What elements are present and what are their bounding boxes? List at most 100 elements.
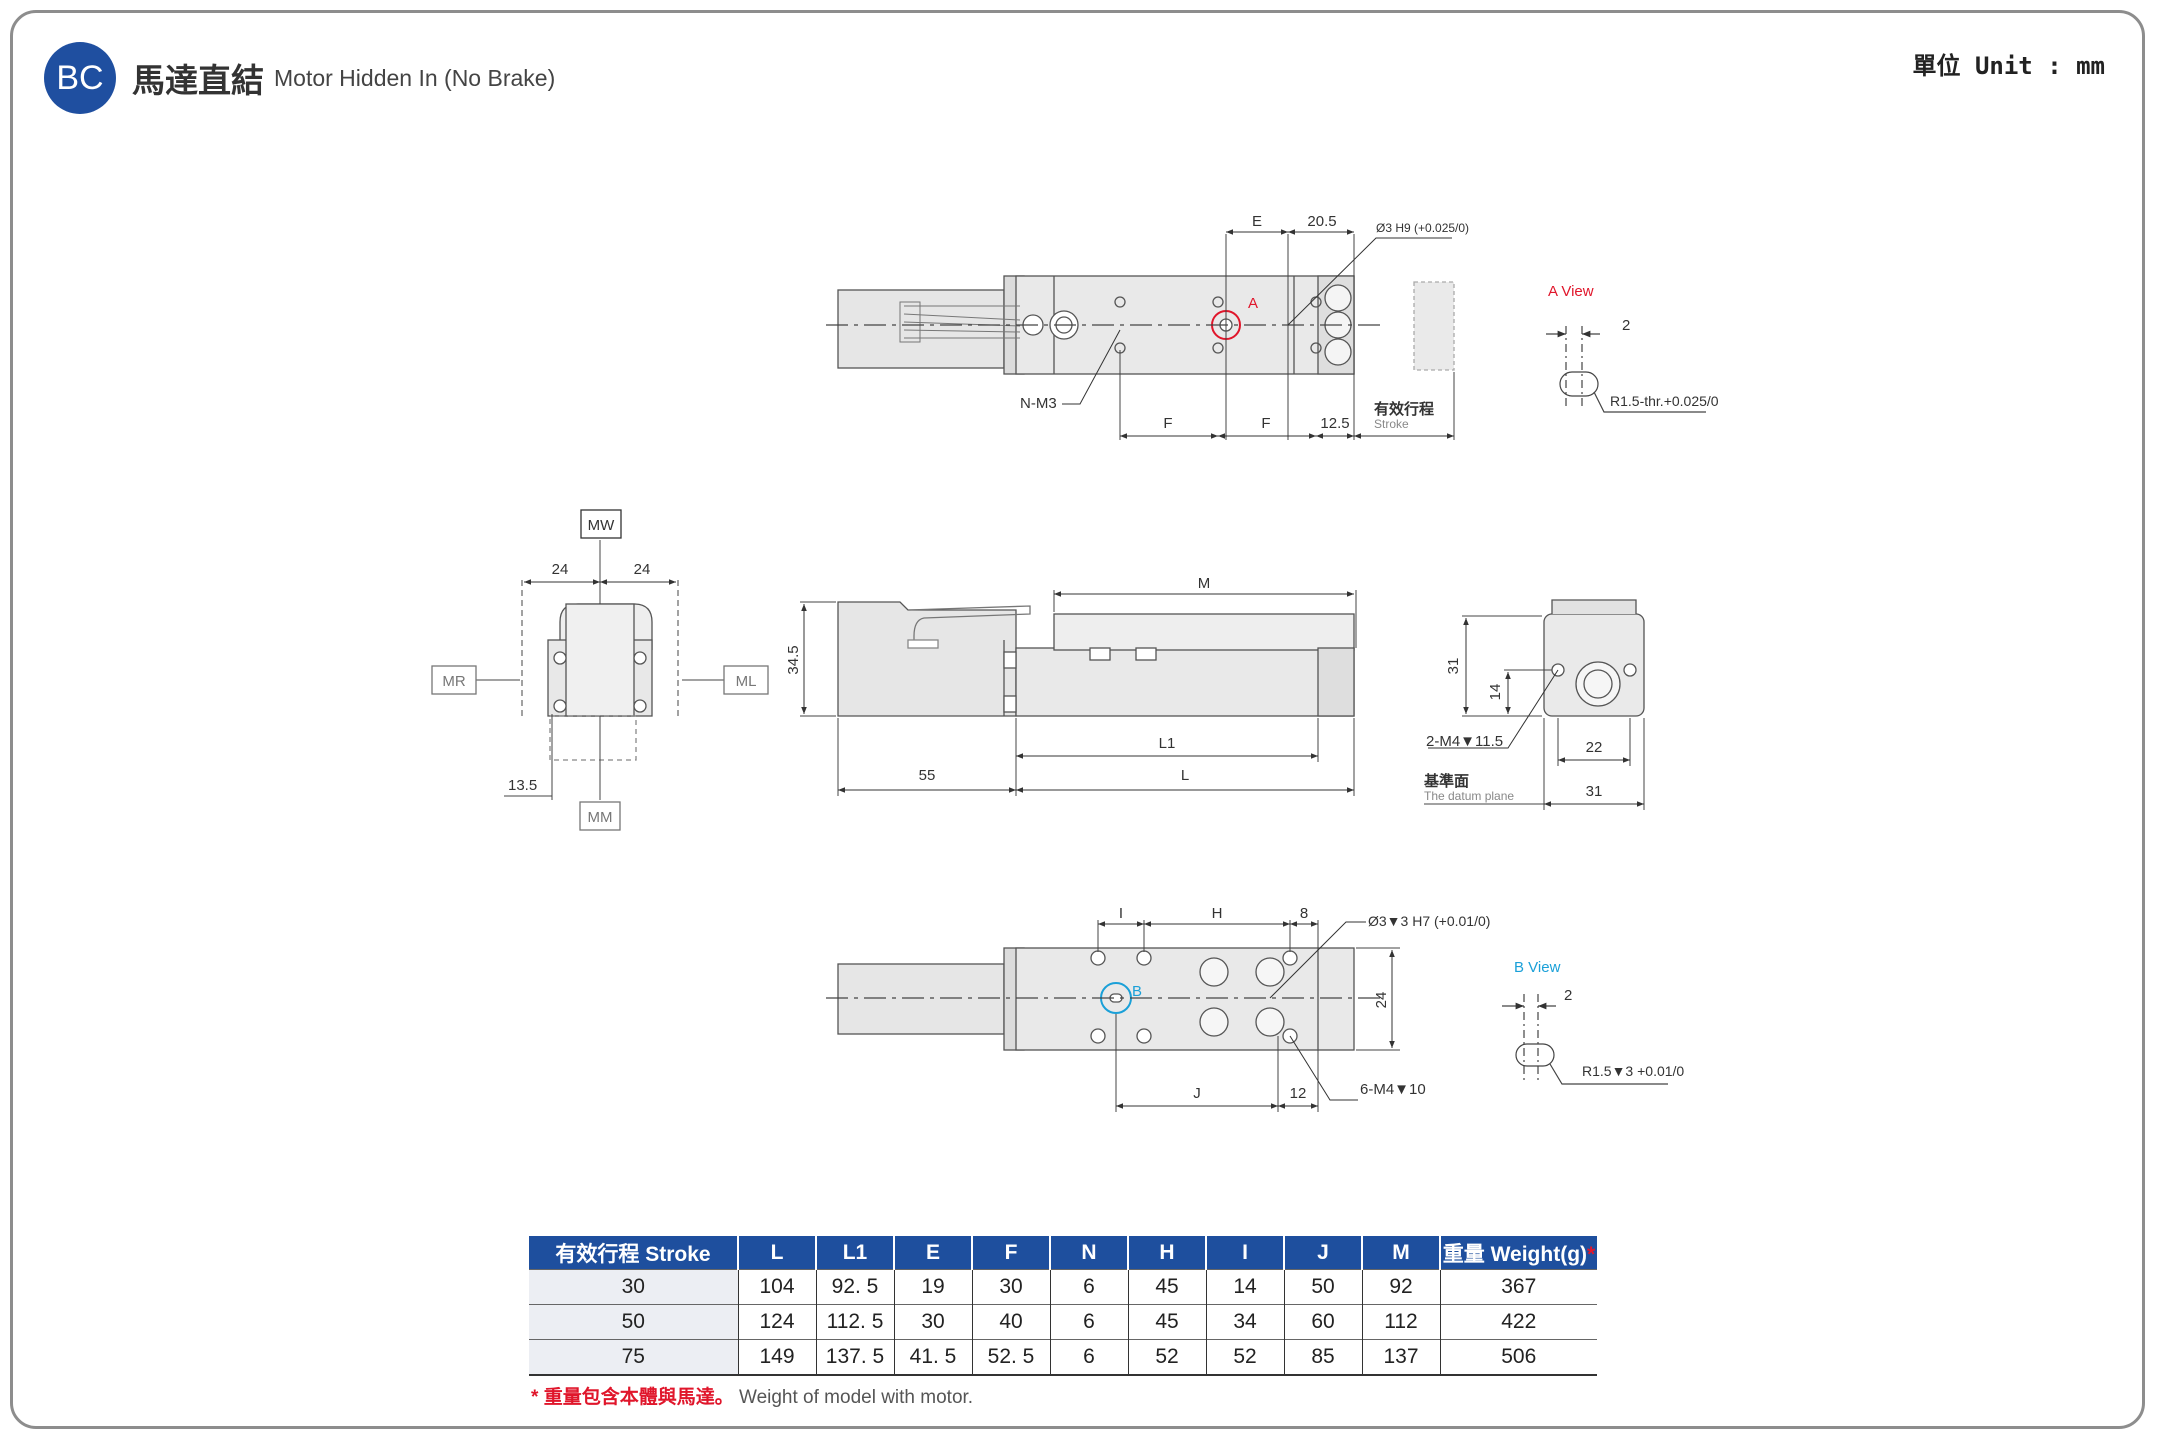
dim-22: 22 bbox=[1586, 739, 1603, 756]
datum-label-zh: 基準面 bbox=[1423, 772, 1469, 790]
model-badge: BC bbox=[44, 42, 116, 114]
title-english: Motor Hidden In (No Brake) bbox=[274, 64, 556, 91]
cell-l: 104 bbox=[737, 1269, 816, 1305]
mr-label: MR bbox=[442, 673, 465, 690]
col-l: L bbox=[737, 1236, 816, 1270]
dim-24-right: 24 bbox=[634, 561, 651, 578]
stroke-label-zh: 有效行程 bbox=[1374, 400, 1434, 418]
table-row: 50 124 112. 5 30 40 6 45 34 60 112 422 bbox=[529, 1304, 1597, 1340]
dim-hole-h9: Ø3 H9 (+0.025/0) bbox=[1376, 221, 1469, 235]
cell-n: 6 bbox=[1049, 1339, 1128, 1376]
a-view bbox=[1546, 326, 1706, 413]
table-row: 75 149 137. 5 41. 5 52. 5 6 52 52 85 137… bbox=[529, 1339, 1597, 1376]
dim-31-horizontal: 31 bbox=[1586, 783, 1603, 800]
cell-h: 45 bbox=[1127, 1304, 1206, 1340]
spec-table: 有效行程 Stroke L L1 E F N H I J M 重量 Weight… bbox=[529, 1236, 1597, 1376]
col-j: J bbox=[1283, 1236, 1362, 1270]
table-header-row: 有效行程 Stroke L L1 E F N H I J M 重量 Weight… bbox=[529, 1236, 1597, 1270]
top-view-labels: E 20.5 Ø3 H9 (+0.025/0) A N-M3 F F 12.5 … bbox=[1020, 213, 1469, 432]
col-m: M bbox=[1361, 1236, 1440, 1270]
note-chinese: 重量包含本體與馬達。 bbox=[543, 1387, 734, 1408]
ml-label: ML bbox=[736, 673, 757, 690]
right-view-labels: 31 14 2-M4▼11.5 22 基準面 The datum plane 3… bbox=[1423, 658, 1602, 803]
top-view bbox=[826, 229, 1455, 440]
bottom-view bbox=[826, 920, 1400, 1112]
cell-n: 6 bbox=[1049, 1304, 1128, 1340]
dim-h: H bbox=[1212, 905, 1223, 922]
cell-f: 52. 5 bbox=[971, 1339, 1050, 1376]
dim-m: M bbox=[1198, 575, 1211, 592]
dim-34-5: 34.5 bbox=[785, 645, 802, 674]
weight-star: * bbox=[1587, 1242, 1596, 1266]
weight-note: * 重量包含本體與馬達。 Weight of model with motor. bbox=[531, 1382, 973, 1409]
dim-13-5: 13.5 bbox=[508, 777, 537, 794]
a-view-slot: R1.5-thr.+0.025/0 bbox=[1610, 393, 1719, 409]
dim-20-5: 20.5 bbox=[1307, 213, 1336, 230]
marker-a: A bbox=[1248, 295, 1258, 312]
cell-h: 45 bbox=[1127, 1269, 1206, 1305]
dim-j: J bbox=[1193, 1085, 1201, 1102]
cell-m: 112 bbox=[1361, 1304, 1440, 1340]
dim-12: 12 bbox=[1290, 1085, 1307, 1102]
cell-l: 124 bbox=[737, 1304, 816, 1340]
cell-e: 41. 5 bbox=[893, 1339, 972, 1376]
note-english: Weight of model with motor. bbox=[738, 1387, 974, 1408]
cell-l1: 112. 5 bbox=[815, 1304, 894, 1340]
col-e: E bbox=[893, 1236, 972, 1270]
mw-label: MW bbox=[588, 517, 615, 534]
page-header: BC 馬達直結 Motor Hidden In (No Brake) bbox=[44, 42, 555, 114]
dim-l1: L1 bbox=[1159, 735, 1176, 752]
col-i: I bbox=[1205, 1236, 1284, 1270]
cell-m: 92 bbox=[1361, 1269, 1440, 1305]
right-end-view bbox=[1424, 599, 1645, 810]
bottom-view-labels: I H 8 Ø3▼3 H7 (+0.01/0) B 24 J 12 6-M4▼1… bbox=[1119, 905, 1491, 1102]
dim-24-bottom: 24 bbox=[1373, 992, 1390, 1009]
note-star: * bbox=[531, 1387, 539, 1408]
dim-2-m4: 2-M4▼11.5 bbox=[1426, 733, 1503, 750]
dim-8: 8 bbox=[1300, 905, 1308, 922]
a-view-dim-2: 2 bbox=[1622, 317, 1630, 334]
datum-label-en: The datum plane bbox=[1424, 789, 1514, 803]
page-frame bbox=[10, 10, 2145, 1429]
col-h: H bbox=[1127, 1236, 1206, 1270]
end-view bbox=[431, 509, 769, 831]
dim-l: L bbox=[1181, 767, 1189, 784]
cell-l1: 137. 5 bbox=[815, 1339, 894, 1376]
b-view-slot: R1.5▼3 +0.01/0 bbox=[1582, 1063, 1684, 1079]
b-view-dim-2: 2 bbox=[1564, 987, 1572, 1004]
cell-weight: 367 bbox=[1439, 1269, 1597, 1305]
cell-n: 6 bbox=[1049, 1269, 1128, 1305]
cell-j: 50 bbox=[1283, 1269, 1362, 1305]
dim-14: 14 bbox=[1487, 684, 1504, 701]
unit-label: 單位 Unit : mm bbox=[1912, 52, 2106, 80]
cell-i: 52 bbox=[1205, 1339, 1284, 1376]
table-row: 30 104 92. 5 19 30 6 45 14 50 92 367 bbox=[529, 1269, 1597, 1305]
dim-55: 55 bbox=[919, 767, 936, 784]
col-n: N bbox=[1049, 1236, 1128, 1270]
title-chinese: 馬達直結 bbox=[132, 61, 264, 100]
cell-m: 137 bbox=[1361, 1339, 1440, 1376]
cell-j: 60 bbox=[1283, 1304, 1362, 1340]
marker-b: B bbox=[1132, 983, 1142, 1000]
col-weight-label: 重量 Weight(g) bbox=[1442, 1242, 1588, 1266]
cell-f: 30 bbox=[971, 1269, 1050, 1305]
dim-31-vertical: 31 bbox=[1445, 658, 1462, 675]
cell-i: 14 bbox=[1205, 1269, 1284, 1305]
dim-f2: F bbox=[1261, 415, 1270, 432]
b-view bbox=[1502, 994, 1668, 1085]
dim-12-5: 12.5 bbox=[1320, 415, 1349, 432]
cell-stroke: 75 bbox=[529, 1339, 738, 1376]
cell-f: 40 bbox=[971, 1304, 1050, 1340]
cell-h: 52 bbox=[1127, 1339, 1206, 1376]
col-stroke: 有效行程 Stroke bbox=[529, 1236, 738, 1270]
dim-24-left: 24 bbox=[552, 561, 569, 578]
a-view-title: A View bbox=[1548, 283, 1594, 300]
col-l1: L1 bbox=[815, 1236, 894, 1270]
dim-e: E bbox=[1252, 213, 1262, 230]
cell-e: 30 bbox=[893, 1304, 972, 1340]
table-body: 30 104 92. 5 19 30 6 45 14 50 92 367 50 … bbox=[529, 1269, 1597, 1376]
mm-label: MM bbox=[588, 809, 613, 826]
cell-l1: 92. 5 bbox=[815, 1269, 894, 1305]
dim-f1: F bbox=[1163, 415, 1172, 432]
dim-6-m4: 6-M4▼10 bbox=[1360, 1081, 1426, 1098]
